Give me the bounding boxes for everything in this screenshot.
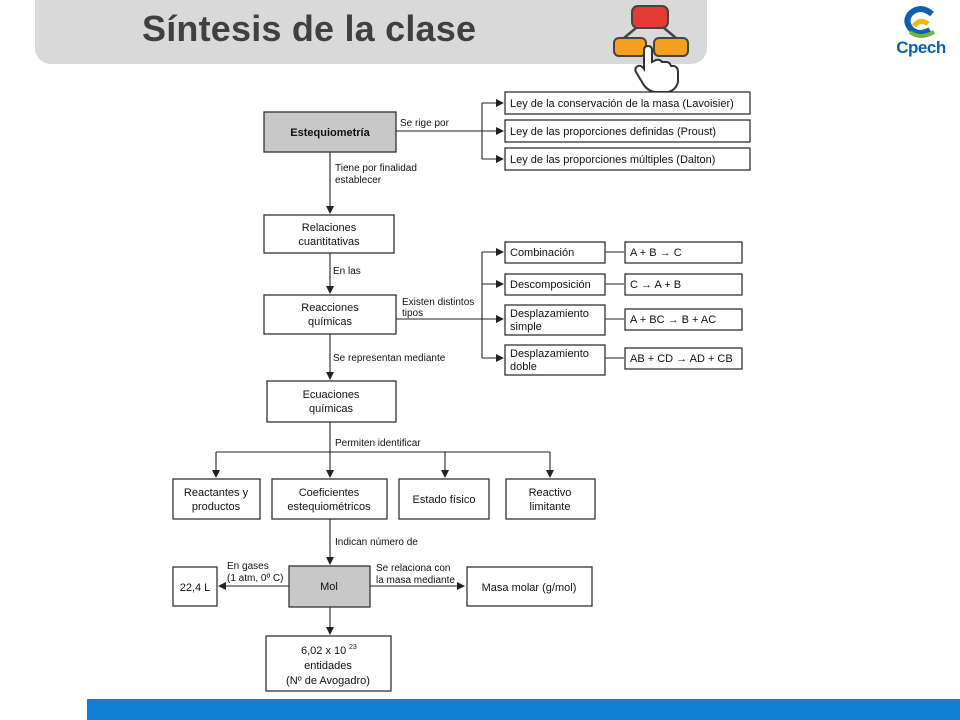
identified-label: limitante — [530, 501, 571, 513]
connector-lines — [212, 99, 624, 635]
click-hand-icon — [613, 5, 689, 93]
reacciones-label: Reacciones — [301, 302, 359, 314]
volume-label: 22,4 L — [180, 582, 211, 594]
formula-label: A + BC → B + AC — [630, 314, 716, 326]
reaction-type-box — [504, 344, 606, 376]
header-tab — [35, 0, 707, 64]
page-title: Síntesis de la clase — [142, 8, 477, 49]
relaciones-label: Relaciones — [302, 222, 357, 234]
reaction-type-label: Desplazamiento — [510, 308, 589, 320]
law-box — [504, 91, 751, 115]
estequiometria-box — [263, 111, 397, 153]
identificar-label: Permiten identificar — [335, 438, 421, 449]
avogadro-value: 6,02 x 10 — [301, 645, 346, 657]
identified-box — [398, 478, 490, 520]
law-label: Ley de la conservación de la masa (Lavoi… — [510, 98, 734, 110]
identified-label: Estado físico — [413, 494, 476, 506]
formula-box — [624, 273, 743, 296]
reaction-type-box — [504, 304, 606, 336]
masa-molar-label: Masa molar (g/mol) — [482, 582, 577, 594]
logo-text: Cpech — [896, 38, 946, 57]
law-box — [504, 119, 751, 143]
identified-group: Reactantes y productos Coeficientes este… — [172, 478, 596, 520]
ecuaciones-label: Ecuaciones — [303, 389, 360, 401]
identified-box — [172, 478, 261, 520]
formula-box — [624, 347, 743, 370]
footer-bar — [87, 699, 960, 720]
reaction-type-label: Desplazamiento — [510, 348, 589, 360]
masa-relation-label: Se relaciona con — [376, 563, 451, 574]
ecuaciones-box — [266, 380, 397, 423]
tipos-label: Existen distintos — [402, 297, 474, 308]
volume-box — [172, 566, 218, 607]
relaciones-label: cuantitativas — [298, 236, 360, 248]
relaciones-box — [263, 214, 395, 254]
reaction-type-label: simple — [510, 321, 542, 333]
cpech-logo: Cpech — [890, 4, 952, 60]
reacciones-label: químicas — [308, 316, 353, 328]
reaction-type-box — [504, 241, 606, 264]
finalidad-label: Tiene por finalidad — [335, 163, 417, 174]
indican-label: Indican número de — [335, 537, 418, 548]
finalidad-label: establecer — [335, 175, 382, 186]
tipos-label: tipos — [402, 308, 423, 319]
masa-molar-box — [466, 566, 593, 607]
formula-label: AB + CD → AD + CB — [630, 353, 733, 365]
rige-por-label: Se rige por — [400, 118, 450, 129]
identified-label: Reactivo — [529, 487, 572, 499]
reaction-type-box — [504, 273, 606, 296]
avogadro-line2: entidades — [304, 660, 352, 672]
representan-label: Se representan mediante — [333, 353, 446, 364]
identified-box — [271, 478, 388, 520]
avogadro-line3: (Nº de Avogadro) — [286, 675, 370, 687]
identified-box — [505, 478, 596, 520]
estequiometria-label: Estequiometría — [290, 127, 370, 139]
formula-label: C → A + B — [630, 279, 681, 291]
avogadro-box — [265, 635, 392, 692]
formula-box — [624, 308, 743, 331]
reaction-type-label: Combinación — [510, 247, 574, 259]
formula-box — [624, 241, 743, 264]
mol-label: Mol — [320, 581, 338, 593]
en-las-label: En las — [333, 266, 361, 277]
mol-box — [288, 565, 371, 608]
gases-label: En gases — [227, 561, 269, 572]
ecuaciones-label: químicas — [309, 403, 354, 415]
avogadro-exponent: 23 — [349, 644, 357, 651]
formula-label: A + B → C — [630, 247, 682, 259]
identified-label: Coeficientes — [299, 487, 360, 499]
reaction-type-label: Descomposición — [510, 279, 591, 291]
identified-label: productos — [192, 501, 241, 513]
law-box — [504, 147, 751, 171]
masa-relation-label: la masa mediante — [376, 575, 455, 586]
laws-group: Ley de la conservación de la masa (Lavoi… — [504, 91, 751, 171]
reacciones-box — [263, 294, 397, 335]
identified-label: estequiométricos — [287, 501, 371, 513]
logo-swirl-icon — [904, 6, 935, 38]
identified-label: Reactantes y — [184, 487, 249, 499]
law-label: Ley de las proporciones múltiples (Dalto… — [510, 154, 715, 166]
reaction-types-group: Combinación A + B → C Descomposición C →… — [504, 241, 743, 376]
gases-label: (1 atm, 0º C) — [227, 573, 283, 584]
law-label: Ley de las proporciones definidas (Prous… — [510, 126, 716, 138]
reaction-type-label: doble — [510, 361, 537, 373]
